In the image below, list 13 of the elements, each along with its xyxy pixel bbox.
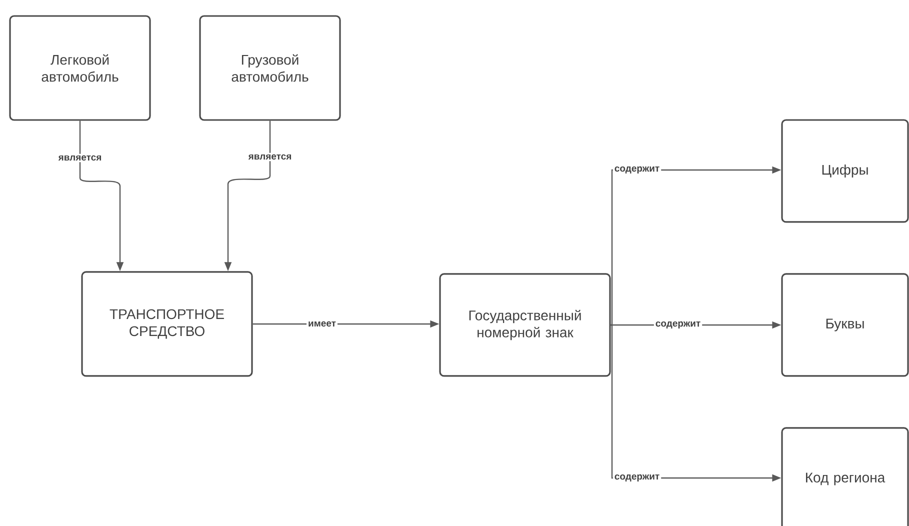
concept-box: Буквы (781, 273, 909, 377)
concept-box: ТРАНСПОРТНОЕ СРЕДСТВО (81, 271, 253, 377)
concept-box: Код региона (781, 427, 909, 526)
edge-label: содержит (612, 164, 662, 176)
edge-label: содержит (654, 320, 702, 330)
edge-label: имеет (306, 320, 338, 328)
concept-box: Грузовой автомобиль (199, 15, 341, 121)
edge-label: является (56, 154, 104, 162)
concept-box: Цифры (781, 119, 909, 223)
concept-box: Государственный номерной знак (439, 273, 611, 377)
edge-label: является (246, 152, 294, 162)
edge-label: содержит (612, 472, 662, 484)
concept-box: Легковой автомобиль (9, 15, 151, 121)
